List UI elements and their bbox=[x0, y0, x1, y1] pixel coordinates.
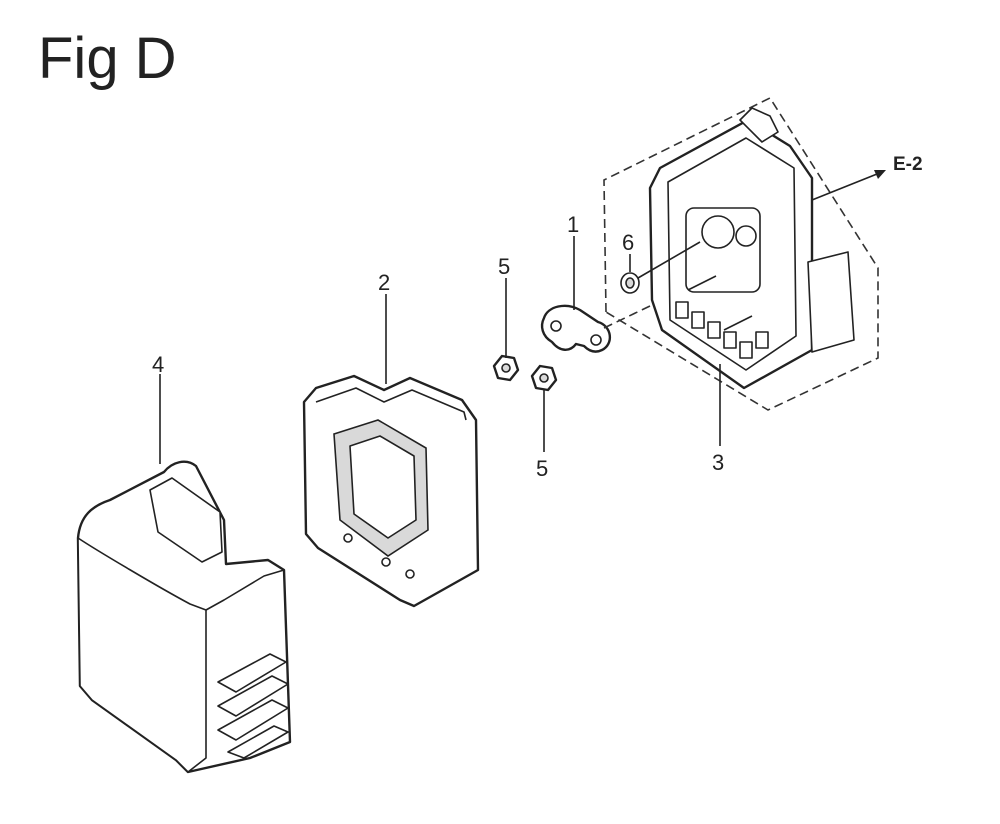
reference-label: E-2 bbox=[893, 154, 923, 175]
cover-vent-slots bbox=[217, 653, 289, 759]
part-6-bushing bbox=[620, 241, 701, 294]
nut-lower-hole bbox=[539, 373, 549, 383]
bracket-hole-right bbox=[590, 334, 602, 346]
housing-top-tab bbox=[739, 107, 779, 143]
callout-5-lower: 5 bbox=[536, 456, 548, 481]
housing-stud-2 bbox=[723, 315, 753, 331]
housing-dashed-outline bbox=[603, 96, 879, 411]
bracket-leader-dash bbox=[603, 305, 651, 329]
bushing-leader bbox=[637, 241, 701, 279]
cover-side-edge bbox=[205, 569, 285, 611]
spacer-hole-3 bbox=[405, 569, 415, 579]
part-5-nut-upper bbox=[492, 354, 520, 382]
callout-4: 4 bbox=[152, 352, 164, 377]
housing-side-block bbox=[807, 251, 855, 353]
part-5-nut-lower bbox=[530, 364, 558, 392]
part-2-spacer bbox=[302, 374, 480, 608]
part-3-housing bbox=[603, 96, 879, 411]
cover-front-face bbox=[77, 537, 207, 773]
spacer-inner-edge bbox=[315, 387, 467, 421]
bushing-hole bbox=[625, 277, 635, 289]
callout-5-upper: 5 bbox=[498, 254, 510, 279]
callout-3: 3 bbox=[712, 450, 724, 475]
part-1-bracket bbox=[540, 304, 651, 353]
part-4-cover bbox=[76, 460, 292, 774]
bracket-hole-left bbox=[550, 320, 562, 332]
cover-top-handle bbox=[149, 477, 223, 563]
spacer-window-inner bbox=[349, 435, 417, 539]
figure-title: Fig D bbox=[38, 26, 177, 91]
housing-stud-1 bbox=[687, 275, 717, 291]
reference-arrow bbox=[811, 170, 886, 201]
arrow-shaft bbox=[811, 171, 883, 201]
callout-1: 1 bbox=[567, 212, 579, 237]
housing-port bbox=[701, 215, 735, 249]
arrow-head bbox=[874, 170, 886, 179]
spacer-hole-1 bbox=[343, 533, 353, 543]
spacer-hole-2 bbox=[381, 557, 391, 567]
housing-boss bbox=[735, 225, 757, 247]
nut-upper-hole bbox=[501, 363, 511, 373]
callout-2: 2 bbox=[378, 270, 390, 295]
callout-6: 6 bbox=[622, 230, 634, 255]
housing-rib-row bbox=[675, 301, 769, 359]
